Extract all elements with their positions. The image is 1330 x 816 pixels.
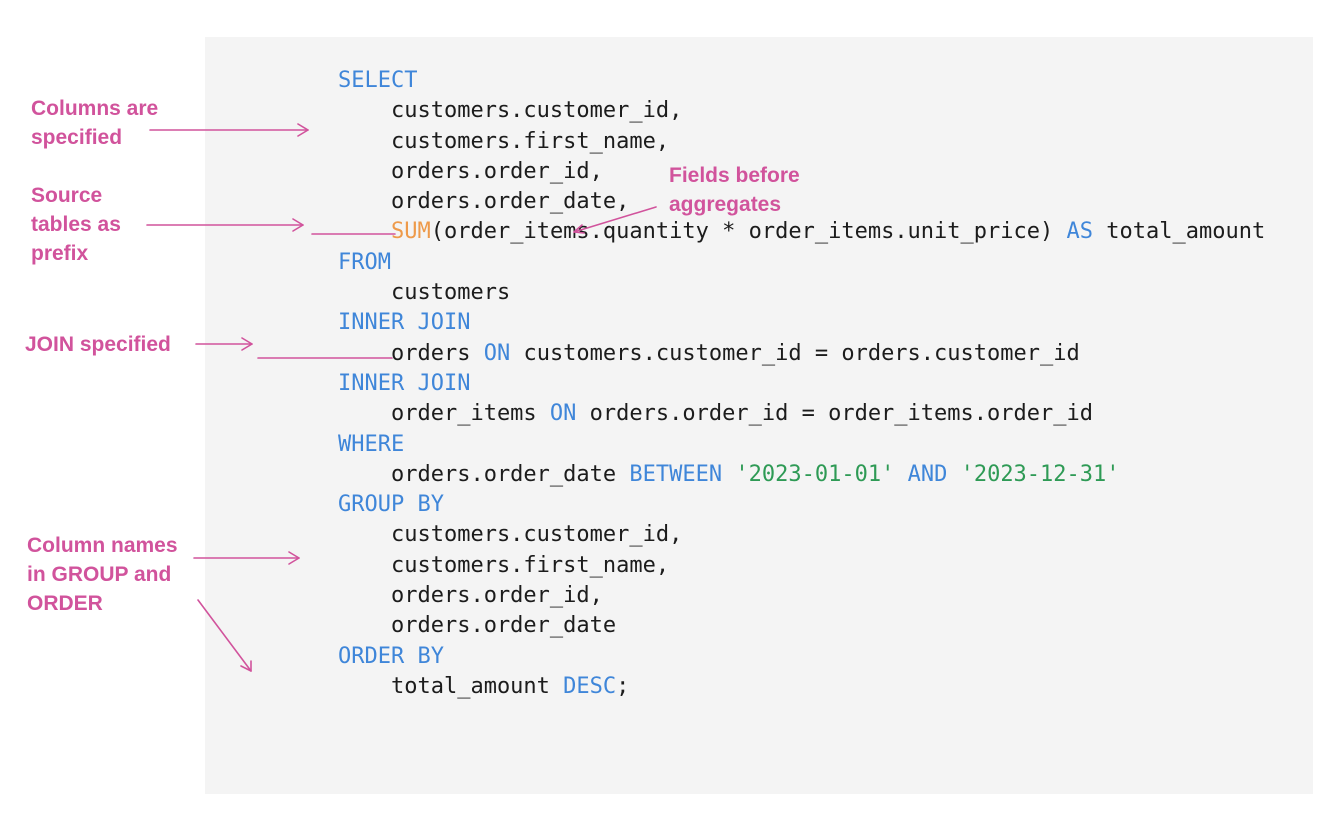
- sql-keyword: ORDER BY: [338, 643, 444, 669]
- code-line: customers.first_name,: [338, 551, 1265, 581]
- code-line: INNER JOIN: [338, 369, 1265, 399]
- code-text: orders: [338, 340, 484, 366]
- code-line: orders.order_date,: [338, 187, 1265, 217]
- sql-keyword: ON: [483, 340, 511, 366]
- annotation-source-tables: Source tables as prefix: [31, 184, 121, 265]
- code-line: ORDER BY: [338, 642, 1265, 672]
- code-line: orders.order_date BETWEEN '2023-01-01' A…: [338, 460, 1265, 490]
- code-line: orders.order_date: [338, 611, 1265, 641]
- code-line: GROUP BY: [338, 490, 1265, 520]
- code-line: SUM(order_items.quantity * order_items.u…: [338, 217, 1265, 247]
- code-panel: [205, 37, 1313, 794]
- sql-keyword: BETWEEN: [629, 461, 723, 487]
- code-text: orders.order_date: [338, 613, 617, 639]
- code-text: orders.order_id,: [338, 158, 603, 184]
- sql-keyword: DESC: [563, 673, 617, 699]
- code-text: customers: [338, 280, 511, 306]
- code-line: customers.customer_id,: [338, 96, 1265, 126]
- code-text: [722, 462, 735, 487]
- code-text: [947, 462, 960, 487]
- code-line: orders.order_id,: [338, 581, 1265, 611]
- code-text: customers.customer_id = orders.customer_…: [510, 340, 1080, 366]
- code-line: WHERE: [338, 430, 1265, 460]
- sql-keyword: FROM: [338, 249, 391, 275]
- code-line: order_items ON orders.order_id = order_i…: [338, 399, 1265, 429]
- code-text: orders.order_date,: [338, 189, 630, 215]
- code-line: customers: [338, 278, 1265, 308]
- code-text: orders.order_id,: [338, 583, 603, 609]
- code-text: customers.first_name,: [338, 128, 670, 154]
- code-text: total_amount: [1093, 219, 1266, 245]
- code-text: orders.order_id = order_items.order_id: [576, 401, 1093, 427]
- sql-keyword: AS: [1066, 219, 1094, 245]
- annotation-columns-specified: Columns are specified: [31, 97, 159, 149]
- code-line: customers.first_name,: [338, 127, 1265, 157]
- code-text: orders.order_date: [338, 461, 630, 487]
- sql-keyword: WHERE: [338, 431, 405, 457]
- code-text: customers.customer_id,: [338, 98, 683, 124]
- annotation-join-specified: JOIN specified: [25, 333, 171, 356]
- annotation-fields-before-aggregates: Fields before aggregates: [669, 164, 800, 216]
- sql-keyword: INNER JOIN: [338, 310, 471, 336]
- code-text: customers.first_name,: [338, 552, 670, 578]
- code-line: orders ON customers.customer_id = orders…: [338, 339, 1265, 369]
- code-text: ;: [616, 673, 630, 699]
- sql-keyword: ON: [549, 401, 577, 427]
- code-line: INNER JOIN: [338, 308, 1265, 338]
- sql-function: SUM: [390, 219, 431, 245]
- code-text: order_items: [338, 401, 550, 427]
- sql-keyword: AND: [907, 461, 948, 487]
- code-line: total_amount DESC;: [338, 672, 1265, 702]
- code-line: orders.order_id,: [338, 157, 1265, 187]
- sql-string: '2023-12-31': [960, 461, 1120, 487]
- code-line: customers.customer_id,: [338, 520, 1265, 550]
- sql-keyword: GROUP BY: [338, 492, 444, 518]
- code-line: SELECT: [338, 66, 1265, 96]
- code-text: customers.customer_id,: [338, 522, 683, 548]
- code-line: FROM: [338, 248, 1265, 278]
- code-text: [338, 219, 391, 244]
- code-text: [894, 462, 907, 487]
- code-text: total_amount: [338, 673, 564, 699]
- sql-string: '2023-01-01': [735, 461, 895, 487]
- code-text: (order_items.quantity * order_items.unit…: [430, 219, 1067, 245]
- annotation-group-order: Column names in GROUP and ORDER: [27, 534, 178, 615]
- sql-keyword: INNER JOIN: [338, 370, 471, 396]
- sql-code-block: SELECT customers.customer_id, customers.…: [338, 66, 1265, 702]
- sql-keyword: SELECT: [338, 68, 418, 93]
